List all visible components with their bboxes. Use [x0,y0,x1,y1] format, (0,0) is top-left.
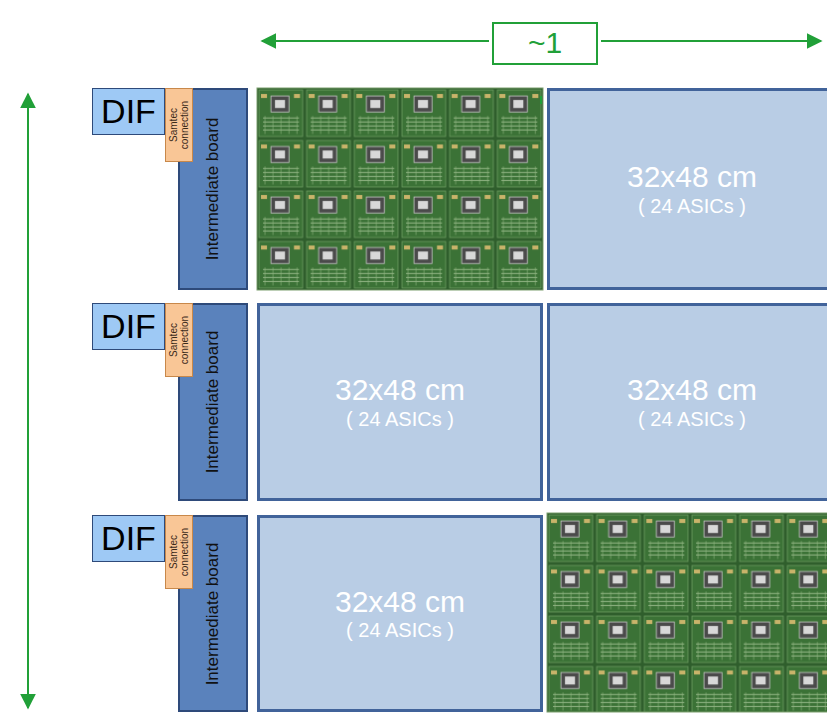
dif-box: DIF [92,303,165,350]
node-label: Intermediate board [203,542,223,685]
node-label: Samtec connection [168,92,190,158]
detector-panel: 32x48 cm( 24 ASICs ) [547,303,827,501]
pcb-photo [547,513,827,712]
node-label: Samtec connection [168,519,190,585]
node-label: DIF [101,519,156,558]
node-label: Samtec connection [168,307,190,373]
dimension-box: ~1 [492,22,598,65]
connector-box: Samtec connection [165,515,193,589]
panel-label: ( 24 ASICs ) [346,619,454,642]
panel-label: 32x48 cm [335,585,465,620]
connector-box: Samtec connection [165,88,193,162]
connector-box: Samtec connection [165,303,193,377]
panel-label: 32x48 cm [335,373,465,408]
dif-box: DIF [92,515,165,562]
node-label: ~1 [528,26,562,61]
pcb-photo [257,88,543,290]
panel-label: ( 24 ASICs ) [346,408,454,431]
dimension-arrow [27,94,29,708]
detector-panel: 32x48 cm( 24 ASICs ) [257,515,543,712]
dimension-arrow [262,40,489,42]
node-label: DIF [101,92,156,131]
node-label: Intermediate board [203,118,223,261]
panel-label: 32x48 cm [627,373,757,408]
dimension-arrow [601,40,821,42]
panel-label: ( 24 ASICs ) [638,408,746,431]
tick-mark [540,96,542,104]
node-label: DIF [101,307,156,346]
panel-label: 32x48 cm [627,160,757,195]
dif-box: DIF [92,88,165,135]
panel-label: ( 24 ASICs ) [638,195,746,218]
detector-panel: 32x48 cm( 24 ASICs ) [257,303,543,501]
detector-panel: 32x48 cm( 24 ASICs ) [547,88,827,290]
node-label: Intermediate board [203,331,223,474]
